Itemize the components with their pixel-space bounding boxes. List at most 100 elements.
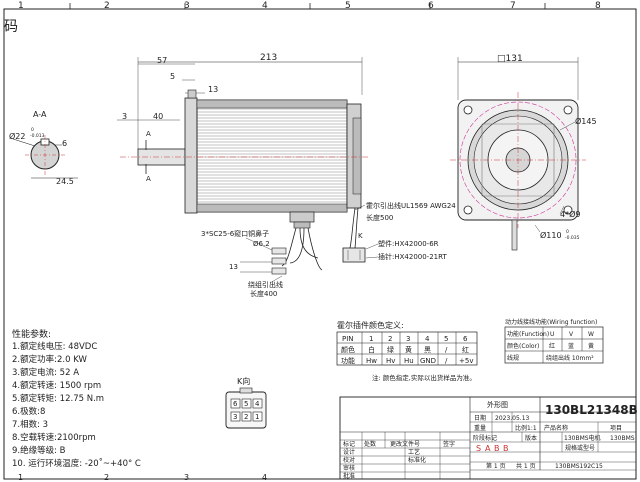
tb-label: 项目 [610,425,622,432]
tb-label: 标准化 [408,456,426,464]
hall-cell: Hu [404,357,414,365]
tb-total: 共 1 页 [516,462,536,470]
hall-cell: 绿 [387,345,394,354]
tb-label: 规格或型号 [565,444,595,452]
pilot-tol-top: 0 [566,229,569,235]
frame-number: 1 [18,473,23,482]
ring-lug [271,267,287,275]
spec-item: 8.空载转速:2100rpm [12,432,96,443]
tb-stage-letter: A [485,444,491,453]
k-view-title: K向 [237,376,250,386]
tb-label: 工艺 [408,448,420,456]
ring-lug [271,247,287,255]
hall-cell: 2 [388,335,392,343]
tb-label: 产品名称 [544,424,568,432]
tb-label: 更改文件号 [390,440,420,448]
spec-item: 2.额定功率:2.0 KW [12,354,87,365]
lug-hole-dia: Ø6.2 [253,240,270,248]
k-pin: 3 [233,413,237,421]
tb-date: 2023.05.13 [495,415,530,422]
spec-item: 9.绝缘等级: B [12,445,66,456]
connector-k-letter: K [358,232,363,240]
key-height-dim: 24.5 [56,177,74,186]
specs-title: 性能参数: [12,328,51,340]
section-diameter: Ø22 [9,131,25,141]
hall-cell: 功能 [341,356,355,365]
wire-cell: 红 [549,342,555,350]
holes-dim: 4*Ø9 [560,209,580,219]
hall-cell: 黑 [424,346,431,354]
k-pin: 2 [244,413,248,421]
hall-cell: +5v [459,357,473,365]
tb-label: 版本 [525,434,537,442]
section-mark-bottom: A [146,175,151,183]
tb-label: 审核 [343,464,355,472]
motor-body [196,99,348,213]
shaft-length-dim: 57 [157,56,167,65]
hall-cell: 白 [368,345,375,354]
tb-label: 日期 [474,414,486,422]
k-pin: 5 [244,400,248,408]
wire-table-title: 动力线接线功能(Wiring function) [505,318,597,326]
hall-cell: / [445,346,448,354]
hall-cell: 5 [444,335,448,343]
hall-cell: 1 [369,335,373,343]
spec-item: 7.相数: 3 [12,419,48,430]
cable-stub [511,219,518,251]
frame-number: 8 [595,1,601,11]
pilot-dim: Ø110 [540,230,562,240]
tb-label: 标记 [343,440,355,448]
frame-number: 5 [345,1,351,11]
wire-cell: V [569,331,574,338]
frame-number: 4 [262,1,268,11]
spec-item: 10. 运行环境温度: -20˚~+40° C [12,458,141,469]
section-dia-tol-bottom: -0.013 [30,133,45,139]
mounting-hole [463,205,473,215]
frame-number: 2 [104,473,109,482]
tb-label: 校对 [343,456,355,464]
k-pin: 6 [233,400,238,408]
tb-label: 处数 [364,440,376,448]
spec-item: 6.极数:8 [12,406,45,417]
hall-cell: 4 [425,335,430,343]
wire-cell: W [588,331,594,338]
frame-number: 3 [184,473,189,482]
frame-number: 2 [104,1,110,11]
keyway-width-dim: 6 [62,139,67,148]
frame-number: 3 [184,1,190,11]
mounting-hole [463,105,473,115]
wire-cell: 绕组出线 10mm² [546,354,594,362]
front-flange [184,97,198,214]
tb-stage-letter: B [494,444,500,453]
overall-length-dim: 213 [260,53,277,63]
spec-item: 3.额定电流: 52 A [12,367,79,378]
hall-cell: 红 [462,345,469,354]
tb-item: 130BMS [610,435,635,442]
wire-cell: 线规 [507,354,519,362]
frame-number: 1 [18,1,24,11]
section-title: A-A [33,110,47,119]
tb-scale: 1:1 [527,425,537,432]
title-block: 外形图 130BL21348B 日期 2023.05.13 重量 比例 1:1 … [339,396,638,480]
winding-lead-label: 绕组引出线 [248,280,283,289]
section-view: A-A Ø22 0 -0.013 6 24.5 [9,110,78,186]
spec-item: 5.额定转矩: 12.75 N.m [12,393,104,404]
section-dia-tol-top: 0 [31,127,34,133]
frame-number: 6 [428,1,434,11]
cable-gland [289,211,315,223]
lug-label: 3*SC25-6窥口铜鼻子 [201,229,269,238]
tb-label: 比例 [515,424,527,432]
k-pin: 1 [255,413,259,421]
tb-label: 签字 [443,440,455,448]
flange-square-dim: □131 [497,54,523,64]
k-view: K向 6 5 4 3 2 1 [225,376,267,429]
lug-length-dim: 13 [229,263,238,271]
tb-stage-letter: S [476,444,481,453]
tb-sheet: 第 1 页 [486,462,506,470]
performance-specs: 性能参数: 1.额定线电压: 48VDC 2.额定功率:2.0 KW 3.额定电… [12,328,141,469]
wire-cell: 蓝 [568,342,574,350]
hall-table-title: 霍尔插件颜色定义: [337,320,404,330]
dim-5: 5 [170,72,175,81]
